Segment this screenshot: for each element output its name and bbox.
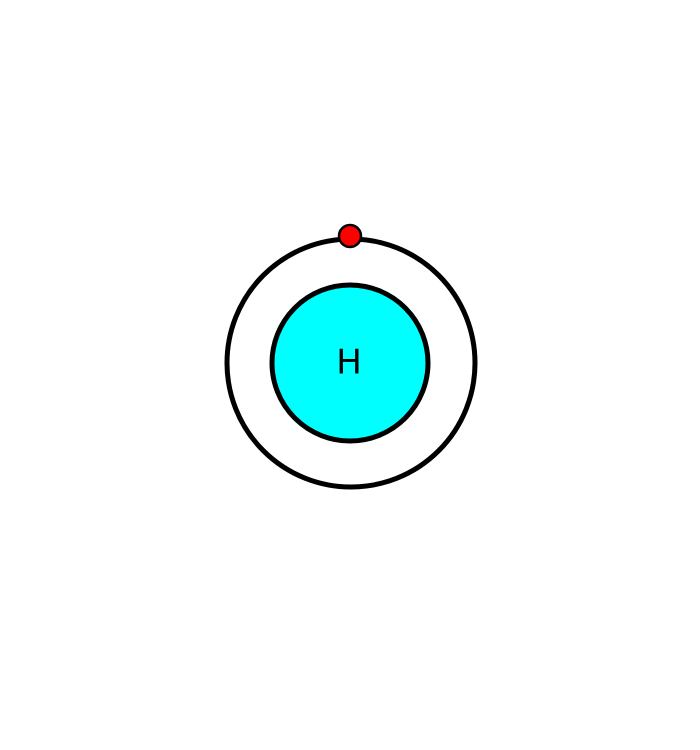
electron (337, 223, 363, 249)
nucleus (269, 282, 431, 444)
element-symbol: H (336, 343, 362, 383)
